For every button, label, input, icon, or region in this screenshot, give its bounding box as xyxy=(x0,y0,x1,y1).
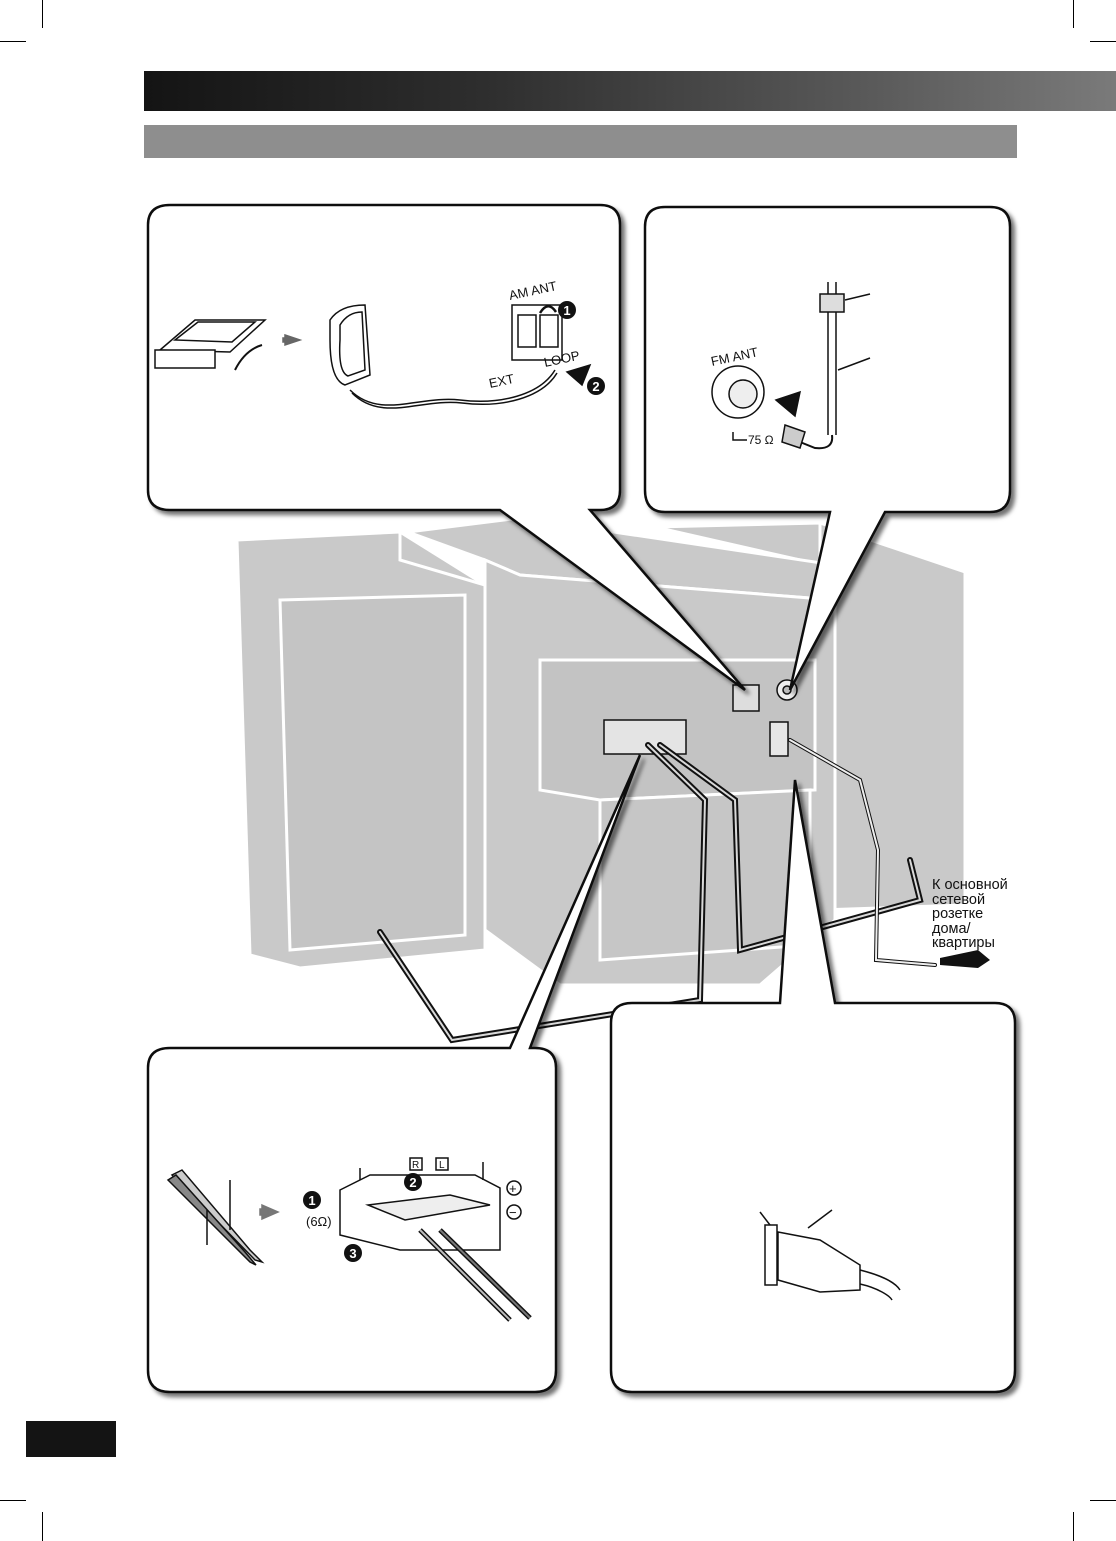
callout-speaker-connection xyxy=(146,754,642,1394)
am-ext-label: EXT xyxy=(488,371,516,391)
outlet-note-line: дома/ xyxy=(932,920,971,937)
speaker-left-label: L xyxy=(439,1160,445,1171)
mains-outlet-note: К основной сетевой розетке дома/ квартир… xyxy=(932,878,1042,951)
callout-fm-antenna xyxy=(643,205,1012,691)
crop-mark xyxy=(1073,1512,1074,1541)
crop-mark xyxy=(0,41,26,42)
speaker-right-label: R xyxy=(412,1160,419,1171)
am-step-markers: 1 2 xyxy=(558,301,605,395)
am-loop-antenna-illustration xyxy=(154,304,592,409)
am-step-1-label: 1 xyxy=(563,303,570,318)
speaker-step-2-label: 2 xyxy=(409,1175,416,1190)
speaker-step-markers: 1 2 3 xyxy=(303,1173,422,1262)
crop-mark xyxy=(42,1512,43,1541)
crop-mark xyxy=(1090,1500,1116,1501)
rear-terminals xyxy=(603,679,798,757)
speaker-step-1-label: 1 xyxy=(308,1193,315,1208)
speaker-plus-symbol: + xyxy=(509,1181,517,1196)
outlet-note-line: квартиры xyxy=(932,935,995,951)
section-title-bar xyxy=(144,71,1116,111)
speaker-step-3-label: 3 xyxy=(349,1246,356,1261)
speaker-wire-illustration xyxy=(166,1157,532,1322)
outlet-note-line: сетевой xyxy=(932,891,986,908)
crop-mark xyxy=(0,1500,26,1501)
speaker-impedance-label: (6Ω) xyxy=(306,1214,332,1229)
fm-impedance-label: 75 Ω xyxy=(748,433,774,447)
am-step-2-label: 2 xyxy=(592,379,599,394)
speaker-minus-symbol: − xyxy=(509,1205,517,1220)
crop-mark xyxy=(42,0,43,28)
page-number-tab xyxy=(26,1421,116,1457)
crop-mark xyxy=(1073,0,1074,28)
fm-antenna-illustration xyxy=(711,282,871,450)
ac-power-cord-illustration xyxy=(759,1209,901,1301)
outlet-note-line: К основной xyxy=(932,877,1008,893)
callout-ac-power xyxy=(609,779,1017,1394)
section-subtitle-bar xyxy=(144,125,1017,158)
am-loop-label: LOOP xyxy=(543,348,581,370)
callout-am-antenna xyxy=(146,203,746,692)
crop-mark xyxy=(1090,41,1116,42)
outlet-note-line: розетке xyxy=(932,906,984,922)
cables xyxy=(377,738,990,1044)
